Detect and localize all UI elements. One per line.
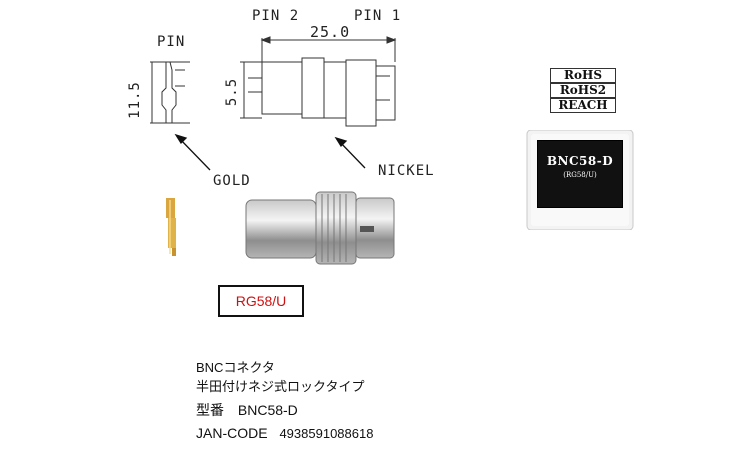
jan-value: 4938591088618 [279,426,374,441]
product-category: BNCコネクタ [196,360,275,375]
cert-rohs2: RoHS2 [550,83,616,98]
connector-drawing [240,36,397,127]
diameter-dimension: 5.5 [224,77,241,107]
jan-label: JAN-CODE [196,425,268,441]
model-label: 型番 [196,402,224,418]
gold-arrow [174,133,211,171]
nickel-label: NICKEL [378,163,435,179]
package-title: BNC58-D [546,154,614,168]
package-label: BNC58-D (RG58/U) [537,140,623,208]
pin2-label: PIN 2 [252,8,300,24]
bnc-connector-image [245,191,395,265]
gold-pin-image [166,198,176,256]
pin1-label: PIN 1 [354,8,402,24]
nickel-arrow [334,136,366,169]
cert-reach: REACH [550,98,616,113]
pin-label: PIN [157,34,186,50]
package-subtitle: (RG58/U) [563,171,597,179]
cable-type-box: RG58/U [218,285,304,317]
model-line: 型番 BNC58-D [196,400,298,420]
product-type: 半田付けネジ式ロックタイプ [196,379,365,394]
model-value: BNC58-D [237,402,298,418]
cert-rohs: RoHS [550,68,616,83]
pin-length-dimension: 11.5 [126,81,143,119]
pin-drawing [150,61,190,124]
jan-line: JAN-CODE 4938591088618 [196,425,373,441]
gold-label: GOLD [213,173,251,189]
cable-type-label: RG58/U [235,293,287,309]
length-dimension: 25.0 [310,23,351,41]
